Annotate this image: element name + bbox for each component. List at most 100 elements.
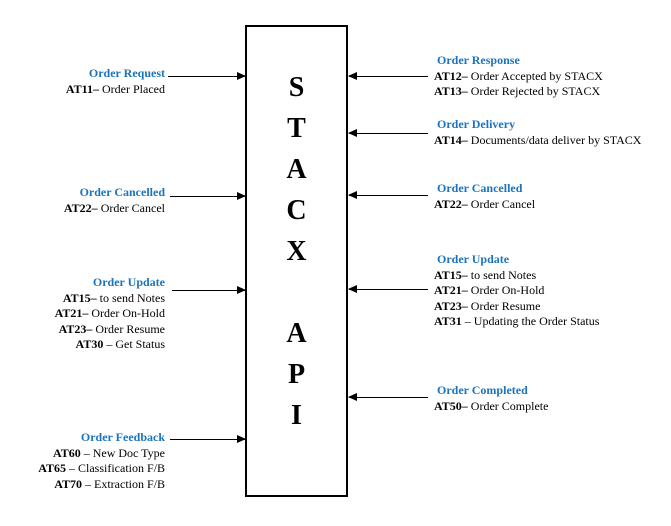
event-text: Order Cancel bbox=[97, 200, 165, 215]
group-title: Order Response bbox=[437, 53, 520, 67]
group-title: Order Cancelled bbox=[79, 185, 165, 199]
list-item: AT13– Order Rejected by STACX bbox=[434, 84, 603, 100]
box-letter: T bbox=[287, 113, 306, 144]
group-title: Order Completed bbox=[437, 383, 528, 397]
event-code: AT11– bbox=[65, 81, 100, 96]
event-code: AT15– bbox=[434, 267, 468, 282]
arrowhead-right-icon bbox=[237, 434, 246, 443]
event-text: – New Doc Type bbox=[80, 445, 165, 460]
group-title: Order Update bbox=[92, 275, 165, 289]
event-code: AT30 bbox=[75, 337, 104, 351]
event-code: AT23– bbox=[58, 321, 93, 336]
box-letter: A bbox=[286, 154, 307, 185]
arrow-order-feedback bbox=[170, 434, 246, 443]
event-code: AT21– bbox=[434, 283, 468, 297]
box-letter: A bbox=[286, 318, 307, 349]
group-title: Order Delivery bbox=[437, 117, 516, 131]
arrowhead-left-icon bbox=[348, 284, 357, 293]
arrowhead-left-icon bbox=[348, 71, 357, 80]
event-code: AT13– bbox=[434, 84, 468, 98]
event-text: Order Cancel bbox=[467, 196, 536, 211]
event-code: AT15– bbox=[62, 290, 97, 305]
event-code: AT22– bbox=[434, 196, 468, 211]
event-text: Order Accepted by STACX bbox=[467, 68, 603, 83]
event-text: Documents/data deliver by STACX bbox=[467, 132, 642, 147]
left-group-order-feedback: Order Feedback AT60 – New Doc Type AT65 … bbox=[38, 430, 165, 492]
left-group-order-request: Order Request AT11– Order Placed bbox=[66, 66, 165, 97]
list-item: AT31 – Updating the Order Status bbox=[434, 314, 599, 330]
right-group-order-delivery: Order Delivery AT14– Documents/data deli… bbox=[434, 117, 641, 148]
list-item: AT22– Order Cancel bbox=[64, 201, 165, 217]
arrowhead-left-icon bbox=[348, 128, 357, 137]
arrow-order-delivery bbox=[348, 128, 428, 137]
group-title: Order Feedback bbox=[80, 430, 165, 444]
event-code: AT50– bbox=[434, 398, 468, 413]
list-item: AT21– Order On-Hold bbox=[434, 283, 599, 299]
arrow-order-response bbox=[348, 71, 428, 80]
event-text: Order Resume bbox=[467, 298, 541, 313]
event-text: Order On-Hold bbox=[88, 306, 165, 320]
arrow-order-completed bbox=[348, 392, 428, 401]
right-group-order-completed: Order Completed AT50– Order Complete bbox=[434, 383, 548, 414]
event-text: – Classification F/B bbox=[66, 461, 165, 475]
box-letter: X bbox=[286, 236, 307, 267]
event-code: AT31 bbox=[434, 314, 462, 328]
arrowhead-left-icon bbox=[348, 392, 357, 401]
list-item: AT23– Order Resume bbox=[434, 299, 599, 315]
list-item: AT65 – Classification F/B bbox=[38, 461, 165, 477]
arrow-order-cancelled-right bbox=[348, 190, 428, 199]
list-item: AT60 – New Doc Type bbox=[38, 446, 165, 462]
right-group-order-response: Order Response AT12– Order Accepted by S… bbox=[434, 53, 603, 100]
event-text: to send Notes bbox=[467, 267, 537, 282]
list-item: AT70 – Extraction F/B bbox=[38, 477, 165, 493]
list-item: AT50– Order Complete bbox=[434, 399, 548, 415]
event-text: – Get Status bbox=[103, 337, 165, 351]
event-text: Order On-Hold bbox=[467, 283, 545, 297]
stacx-api-box: S T A C X A P I bbox=[245, 25, 348, 497]
event-text: to send Notes bbox=[96, 290, 165, 305]
list-item: AT14– Documents/data deliver by STACX bbox=[434, 133, 641, 149]
event-code: AT70 bbox=[54, 476, 82, 491]
left-group-order-cancelled: Order Cancelled AT22– Order Cancel bbox=[64, 185, 165, 216]
event-code: AT60 bbox=[52, 445, 81, 460]
box-letter: P bbox=[287, 359, 306, 390]
event-text: Order Resume bbox=[92, 321, 165, 336]
event-text: – Extraction F/B bbox=[82, 476, 165, 491]
event-code: AT65 bbox=[38, 461, 66, 475]
arrowhead-left-icon bbox=[348, 190, 357, 199]
event-text: – Updating the Order Status bbox=[461, 314, 600, 328]
arrowhead-right-icon bbox=[237, 285, 246, 294]
list-item: AT11– Order Placed bbox=[66, 82, 165, 98]
box-letter: I bbox=[291, 400, 302, 431]
list-item: AT21– Order On-Hold bbox=[55, 306, 165, 322]
box-letter: C bbox=[286, 195, 307, 226]
event-text: Order Rejected by STACX bbox=[467, 84, 601, 98]
list-item: AT23– Order Resume bbox=[55, 322, 165, 338]
event-code: AT14– bbox=[434, 132, 468, 147]
event-code: AT21– bbox=[54, 306, 89, 320]
group-title: Order Update bbox=[437, 252, 510, 266]
event-code: AT12– bbox=[434, 68, 468, 83]
event-text: Order Placed bbox=[99, 81, 165, 96]
stacx-api-vertical-label: S T A C X A P I bbox=[247, 27, 346, 436]
left-group-order-update: Order Update AT15– to send Notes AT21– O… bbox=[55, 275, 165, 353]
group-title: Order Cancelled bbox=[437, 181, 523, 195]
arrow-order-cancelled-left bbox=[170, 191, 246, 200]
right-group-order-update: Order Update AT15– to send Notes AT21– O… bbox=[434, 252, 599, 330]
list-item: AT12– Order Accepted by STACX bbox=[434, 69, 603, 85]
group-title: Order Request bbox=[88, 66, 165, 80]
arrowhead-right-icon bbox=[237, 71, 246, 80]
arrow-order-update-left bbox=[172, 285, 246, 294]
letter-gap bbox=[247, 272, 346, 313]
list-item: AT15– to send Notes bbox=[55, 291, 165, 307]
list-item: AT22– Order Cancel bbox=[434, 197, 535, 213]
box-letter: S bbox=[288, 72, 305, 103]
list-item: AT15– to send Notes bbox=[434, 268, 599, 284]
arrowhead-right-icon bbox=[237, 191, 246, 200]
event-code: AT23– bbox=[434, 298, 468, 313]
arrow-order-update-right bbox=[348, 284, 428, 293]
right-group-order-cancelled: Order Cancelled AT22– Order Cancel bbox=[434, 181, 535, 212]
event-text: Order Complete bbox=[467, 398, 549, 413]
arrow-order-request bbox=[168, 71, 246, 80]
